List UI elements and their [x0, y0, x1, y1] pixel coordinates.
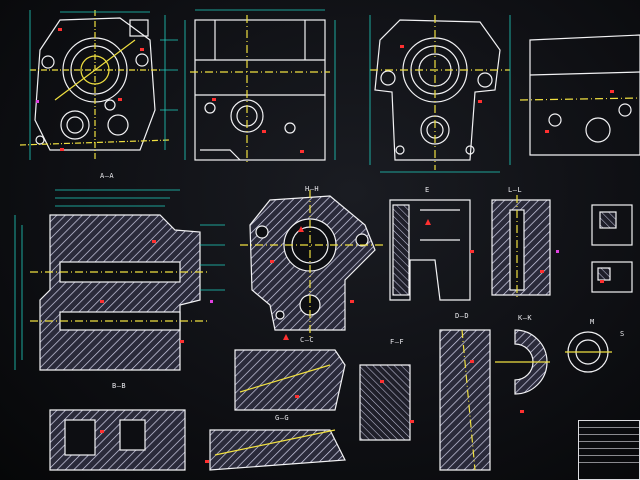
view-small-right [591, 204, 633, 293]
label-view-h-h: H—H [305, 185, 320, 193]
label-view-d-d: D—D [455, 312, 470, 320]
label-view-m: M [590, 318, 595, 326]
section-k-k [495, 329, 550, 395]
label-view-a-a: A—A [100, 172, 115, 180]
section-a-a [30, 214, 210, 371]
view-e [389, 199, 471, 301]
dims-section-a-a [14, 189, 225, 370]
label-view-f-f: F—F [390, 338, 405, 346]
view-side-right [519, 34, 640, 156]
section-g-g [209, 349, 346, 471]
label-view-s: S [620, 330, 625, 338]
magenta-markers [36, 100, 559, 303]
dims-view-1 [29, 10, 178, 160]
section-l-l [491, 195, 551, 300]
label-view-l-l: L—L [508, 186, 523, 194]
section-h-h [240, 190, 385, 340]
view-flange-front [19, 10, 171, 160]
label-view-b-b: B—B [112, 382, 127, 390]
label-view-g-g: G—G [275, 414, 290, 422]
label-view-c-c: C—C [300, 336, 315, 344]
section-b-b [49, 409, 186, 471]
section-m [565, 331, 612, 373]
section-f-f [359, 329, 491, 471]
label-view-k-k: K—K [518, 314, 533, 322]
view-bearing-housing [370, 15, 510, 170]
view-housing-top [190, 15, 330, 165]
title-block [578, 420, 640, 480]
label-view-e: E [425, 186, 430, 194]
warning-triangles [283, 219, 431, 340]
red-annotations [58, 28, 614, 463]
